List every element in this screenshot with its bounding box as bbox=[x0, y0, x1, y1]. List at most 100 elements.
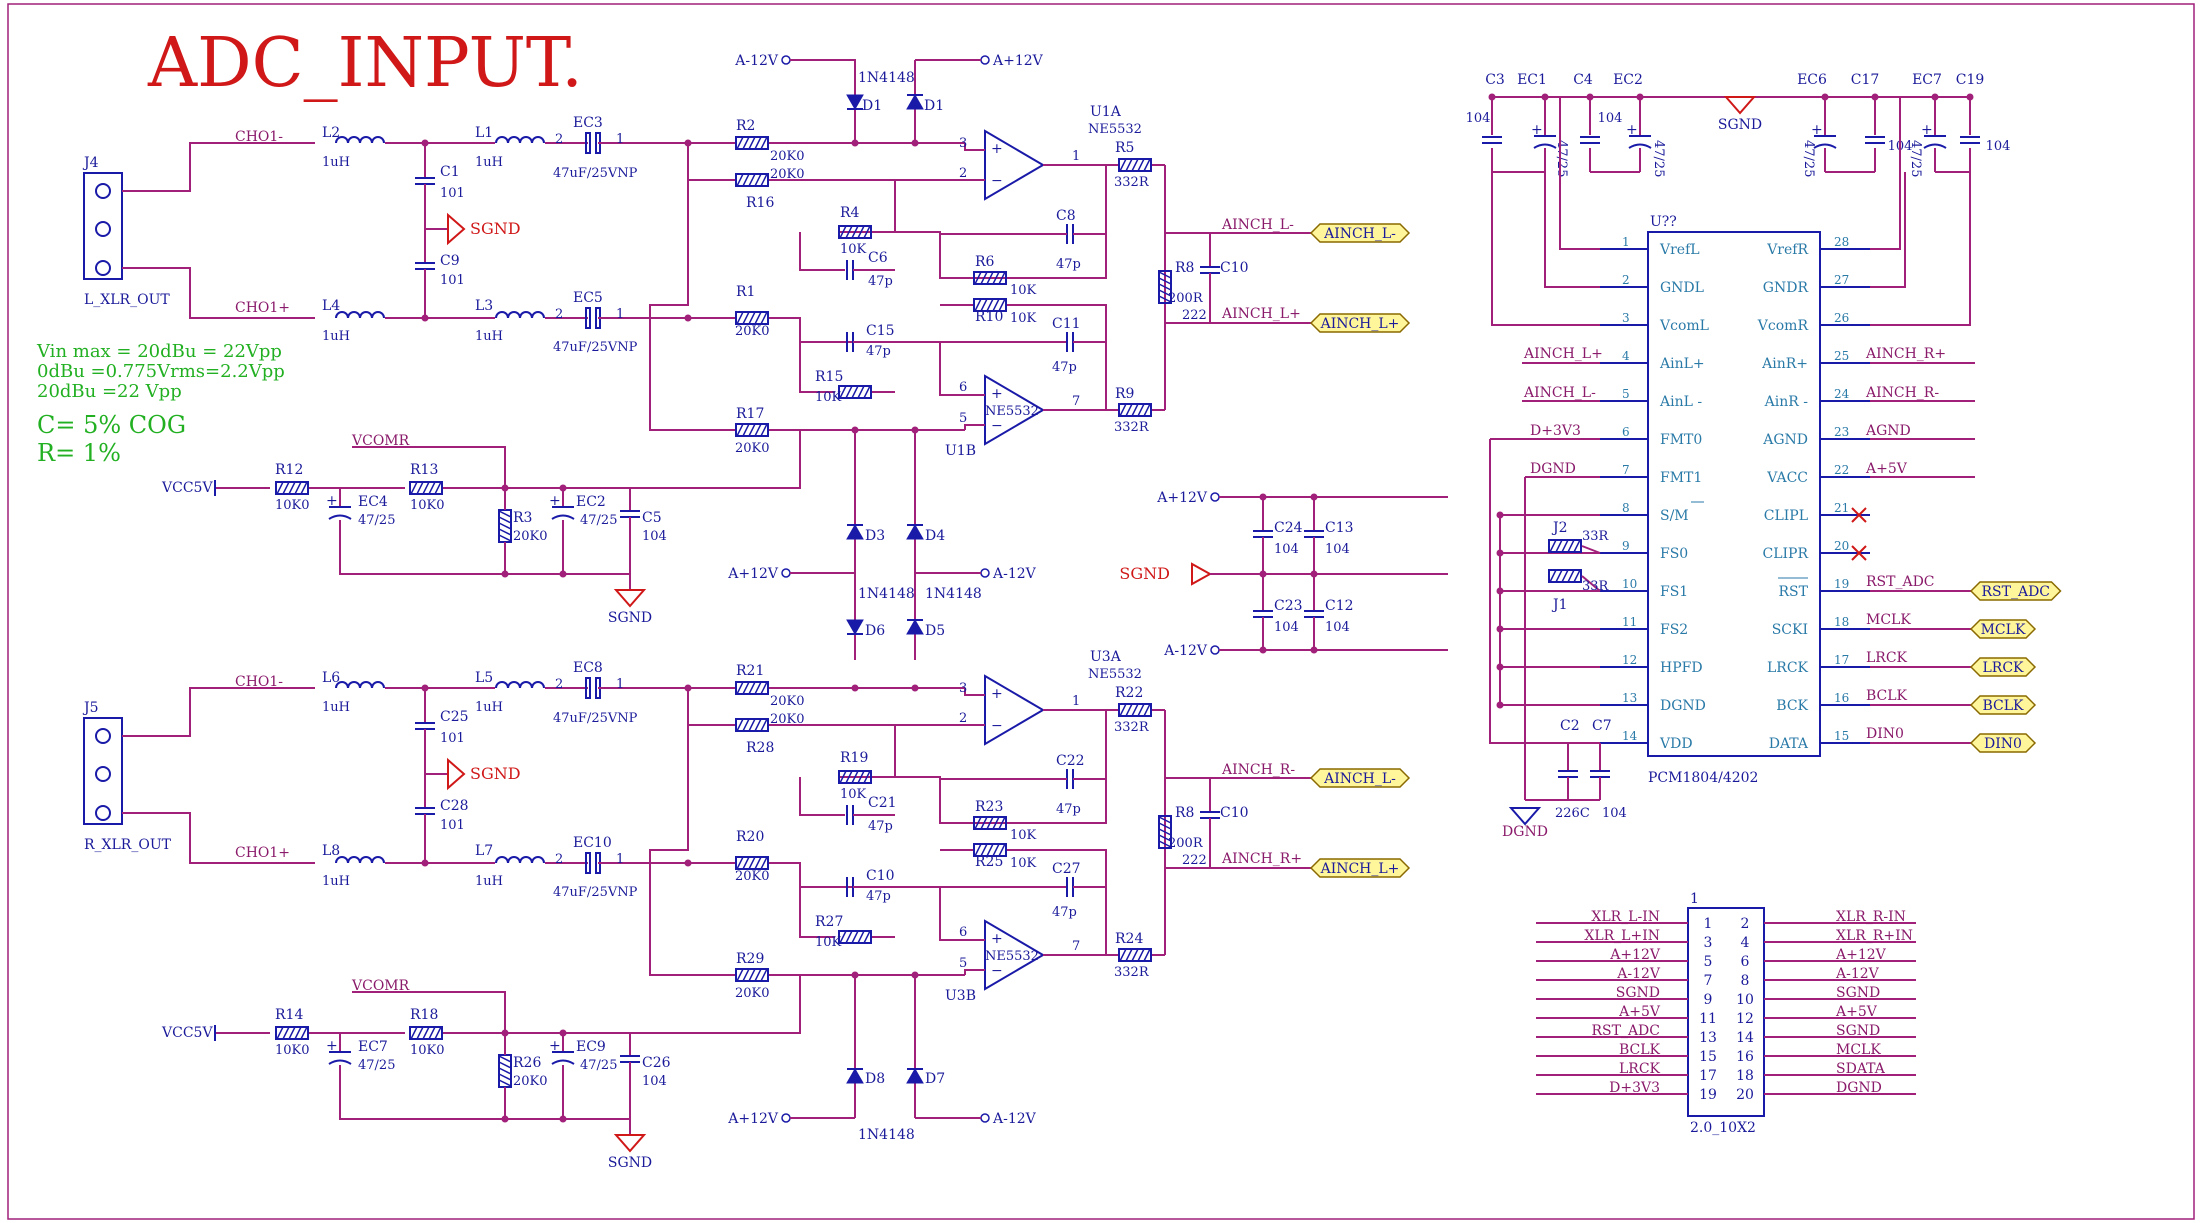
cap-ref: C5 bbox=[642, 510, 662, 526]
adc-pin-name: AinL+ bbox=[1659, 356, 1705, 372]
resistor-ref: R22 bbox=[1115, 685, 1143, 701]
net-label: AINCH_L+ bbox=[1221, 306, 1301, 322]
header-pin-number: 5 bbox=[1704, 954, 1713, 970]
cap-ref: EC2 bbox=[1613, 72, 1643, 88]
resistor-hatch bbox=[748, 856, 756, 870]
junction-dot bbox=[911, 139, 919, 147]
pin-number: 5 bbox=[959, 411, 967, 426]
header-right-net: A+12V bbox=[1835, 947, 1887, 963]
opamp-plus: + bbox=[991, 141, 1003, 157]
ground-icon bbox=[1723, 96, 1757, 115]
inductor-value: 1uH bbox=[475, 874, 503, 889]
electrolytic-plate bbox=[585, 307, 591, 329]
ecap-value: 47uF/25VNP bbox=[553, 166, 638, 181]
cap-value: 104 bbox=[1325, 620, 1350, 635]
diode-part: 1N4148 bbox=[858, 1127, 915, 1143]
wire bbox=[122, 812, 315, 864]
wire bbox=[1489, 439, 1600, 744]
junction-dot bbox=[1259, 493, 1267, 501]
junction-dot bbox=[851, 139, 859, 147]
resistor-ref: R5 bbox=[1115, 140, 1134, 156]
resistor-value: 332R bbox=[1114, 175, 1150, 190]
cap-ref: EC6 bbox=[1797, 72, 1827, 88]
diode-ref: D4 bbox=[925, 528, 945, 544]
resistor-hatch bbox=[857, 930, 865, 944]
junction-dot bbox=[851, 426, 859, 434]
adc-pin-number: 20 bbox=[1834, 539, 1849, 553]
cap-ref: C28 bbox=[440, 798, 469, 814]
adc-pin-name: CLIPL bbox=[1764, 508, 1808, 524]
opamp-ref: U1B bbox=[945, 443, 976, 459]
resistor-body bbox=[1548, 569, 1582, 583]
resistor-ref: R23 bbox=[975, 799, 1003, 815]
opamp-ref: U3B bbox=[945, 988, 976, 1004]
inductor-coil bbox=[335, 311, 385, 319]
resistor-hatch bbox=[1125, 703, 1133, 717]
inductor-value: 1uH bbox=[322, 329, 350, 344]
opamp-triangle bbox=[984, 374, 1045, 446]
junction-dot bbox=[501, 484, 509, 492]
junction-dot bbox=[851, 971, 859, 979]
resistor-hatch bbox=[1137, 158, 1145, 172]
resistor-hatch bbox=[742, 856, 750, 870]
resistor-hatch bbox=[1119, 703, 1127, 717]
resistor-hatch bbox=[1158, 834, 1172, 842]
adc-pin-number: 23 bbox=[1834, 425, 1849, 439]
polarity-mark: + bbox=[1811, 122, 1823, 138]
resistor-hatch bbox=[998, 271, 1006, 285]
inductor-ref: L4 bbox=[322, 298, 340, 314]
header-left-net: XLR_L-IN bbox=[1591, 909, 1660, 925]
inductor-ref: L5 bbox=[475, 670, 493, 686]
junction-dot bbox=[559, 1115, 567, 1123]
adc-pin-number: 13 bbox=[1622, 691, 1637, 705]
diode-part: 1N4148 bbox=[858, 70, 915, 86]
cap-ref: C6 bbox=[868, 250, 888, 266]
resistor-value: 332R bbox=[1114, 965, 1150, 980]
wire bbox=[649, 688, 735, 976]
resistor-ref: R4 bbox=[840, 205, 860, 221]
cap-ref: C27 bbox=[1052, 861, 1081, 877]
resistor-ref: R17 bbox=[736, 406, 764, 422]
resistor-body bbox=[1158, 815, 1172, 849]
power-label: A+12V bbox=[1156, 490, 1208, 506]
resistor-hatch bbox=[839, 770, 847, 784]
polarity-mark: + bbox=[326, 1038, 338, 1054]
cap-ref: EC1 bbox=[1517, 72, 1547, 88]
power-label: A-12V bbox=[734, 53, 779, 69]
net-label: AINCH_R+ bbox=[1221, 851, 1302, 867]
ecap-value: 47uF/25VNP bbox=[553, 340, 638, 355]
resistor-hatch bbox=[863, 225, 871, 239]
adc-pin-name: FMT1 bbox=[1660, 470, 1702, 486]
resistor-ref: R8 bbox=[1175, 260, 1194, 276]
resistor-hatch bbox=[276, 1026, 284, 1040]
cap-ref: C25 bbox=[440, 709, 469, 725]
net-port bbox=[1969, 581, 2062, 601]
adc-pin-name: LRCK bbox=[1767, 660, 1809, 676]
resistor-body bbox=[1118, 703, 1152, 717]
header-left-net: A-12V bbox=[1616, 966, 1661, 982]
electrolytic-plate bbox=[551, 514, 575, 520]
header-pin-number: 12 bbox=[1736, 1011, 1754, 1027]
resistor-value: 10K bbox=[1010, 856, 1037, 871]
adc-pin-name: SCKI bbox=[1772, 622, 1808, 638]
resistor-hatch bbox=[282, 481, 290, 495]
pin-number: 3 bbox=[959, 681, 967, 696]
wire bbox=[895, 886, 985, 941]
cap-value: 104 bbox=[642, 529, 667, 544]
resistor-body bbox=[735, 173, 769, 187]
cap-value: 101 bbox=[440, 273, 465, 288]
diode-ref: D7 bbox=[925, 1071, 945, 1087]
junction-dot bbox=[911, 426, 919, 434]
inductor-coil bbox=[335, 681, 385, 689]
resistor-hatch bbox=[748, 311, 756, 325]
resistor-body bbox=[275, 1026, 309, 1040]
sgnd-label: SGND bbox=[470, 219, 521, 238]
resistor-hatch bbox=[742, 136, 750, 150]
resistor-hatch bbox=[1119, 403, 1127, 417]
adc-pin-number: 18 bbox=[1834, 615, 1849, 629]
electrolytic-plate bbox=[1628, 143, 1652, 149]
wire bbox=[1870, 172, 1971, 326]
resistor-value: 332R bbox=[1114, 720, 1150, 735]
adc-pin-name: VcomR bbox=[1757, 318, 1809, 334]
